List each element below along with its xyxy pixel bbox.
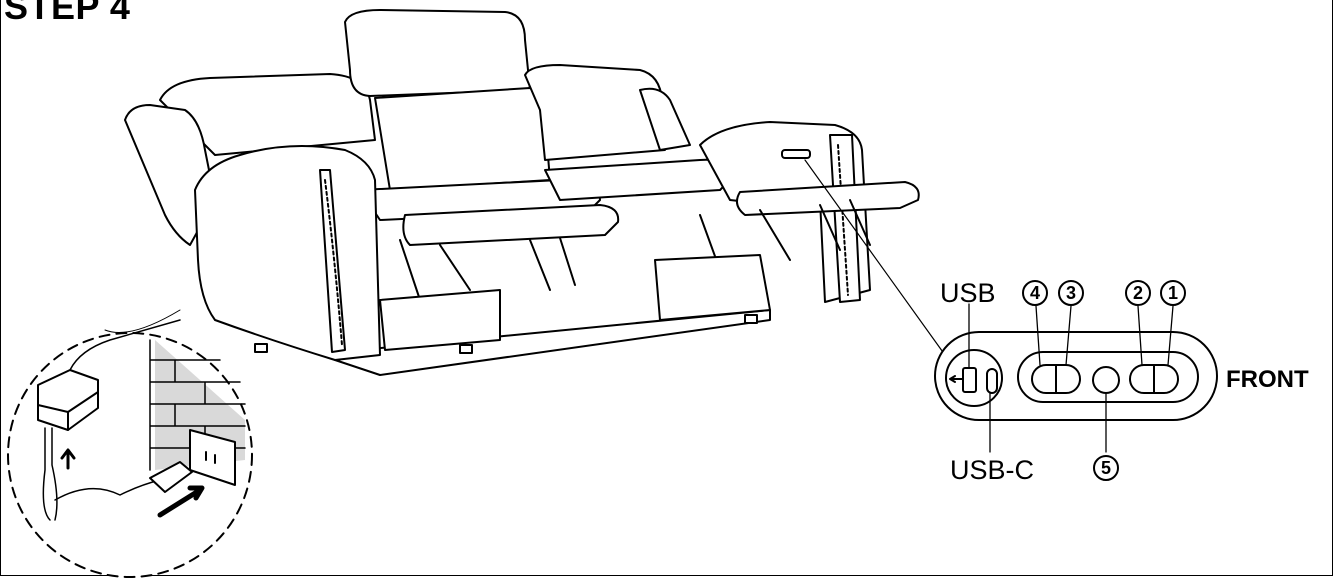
- sofa: [124, 9, 920, 376]
- callout-3: 3: [1058, 280, 1084, 306]
- center-headrest: [344, 9, 531, 97]
- left-reclined-back: [124, 104, 216, 246]
- left-arm: [194, 145, 381, 361]
- callout-5: 5: [1093, 455, 1119, 481]
- front-label: FRONT: [1226, 366, 1309, 393]
- usb-c-label: USB-C: [950, 455, 1035, 485]
- callout-2: 2: [1125, 280, 1151, 306]
- callout-1: 1: [1160, 280, 1186, 306]
- usb-label: USB: [940, 278, 996, 308]
- wall-outlet-inset: [7, 309, 253, 578]
- left-footrest: [402, 204, 620, 246]
- right-footrest: [735, 181, 920, 216]
- control-panel-detail: [934, 303, 1218, 453]
- left-back-cushion: [159, 73, 376, 156]
- callout-4: 4: [1022, 280, 1048, 306]
- right-back-cushion: [524, 64, 666, 161]
- center-back-cushion: [374, 87, 551, 191]
- panel-leader-line: [804, 159, 946, 356]
- step-title: STEP 4: [4, 0, 131, 27]
